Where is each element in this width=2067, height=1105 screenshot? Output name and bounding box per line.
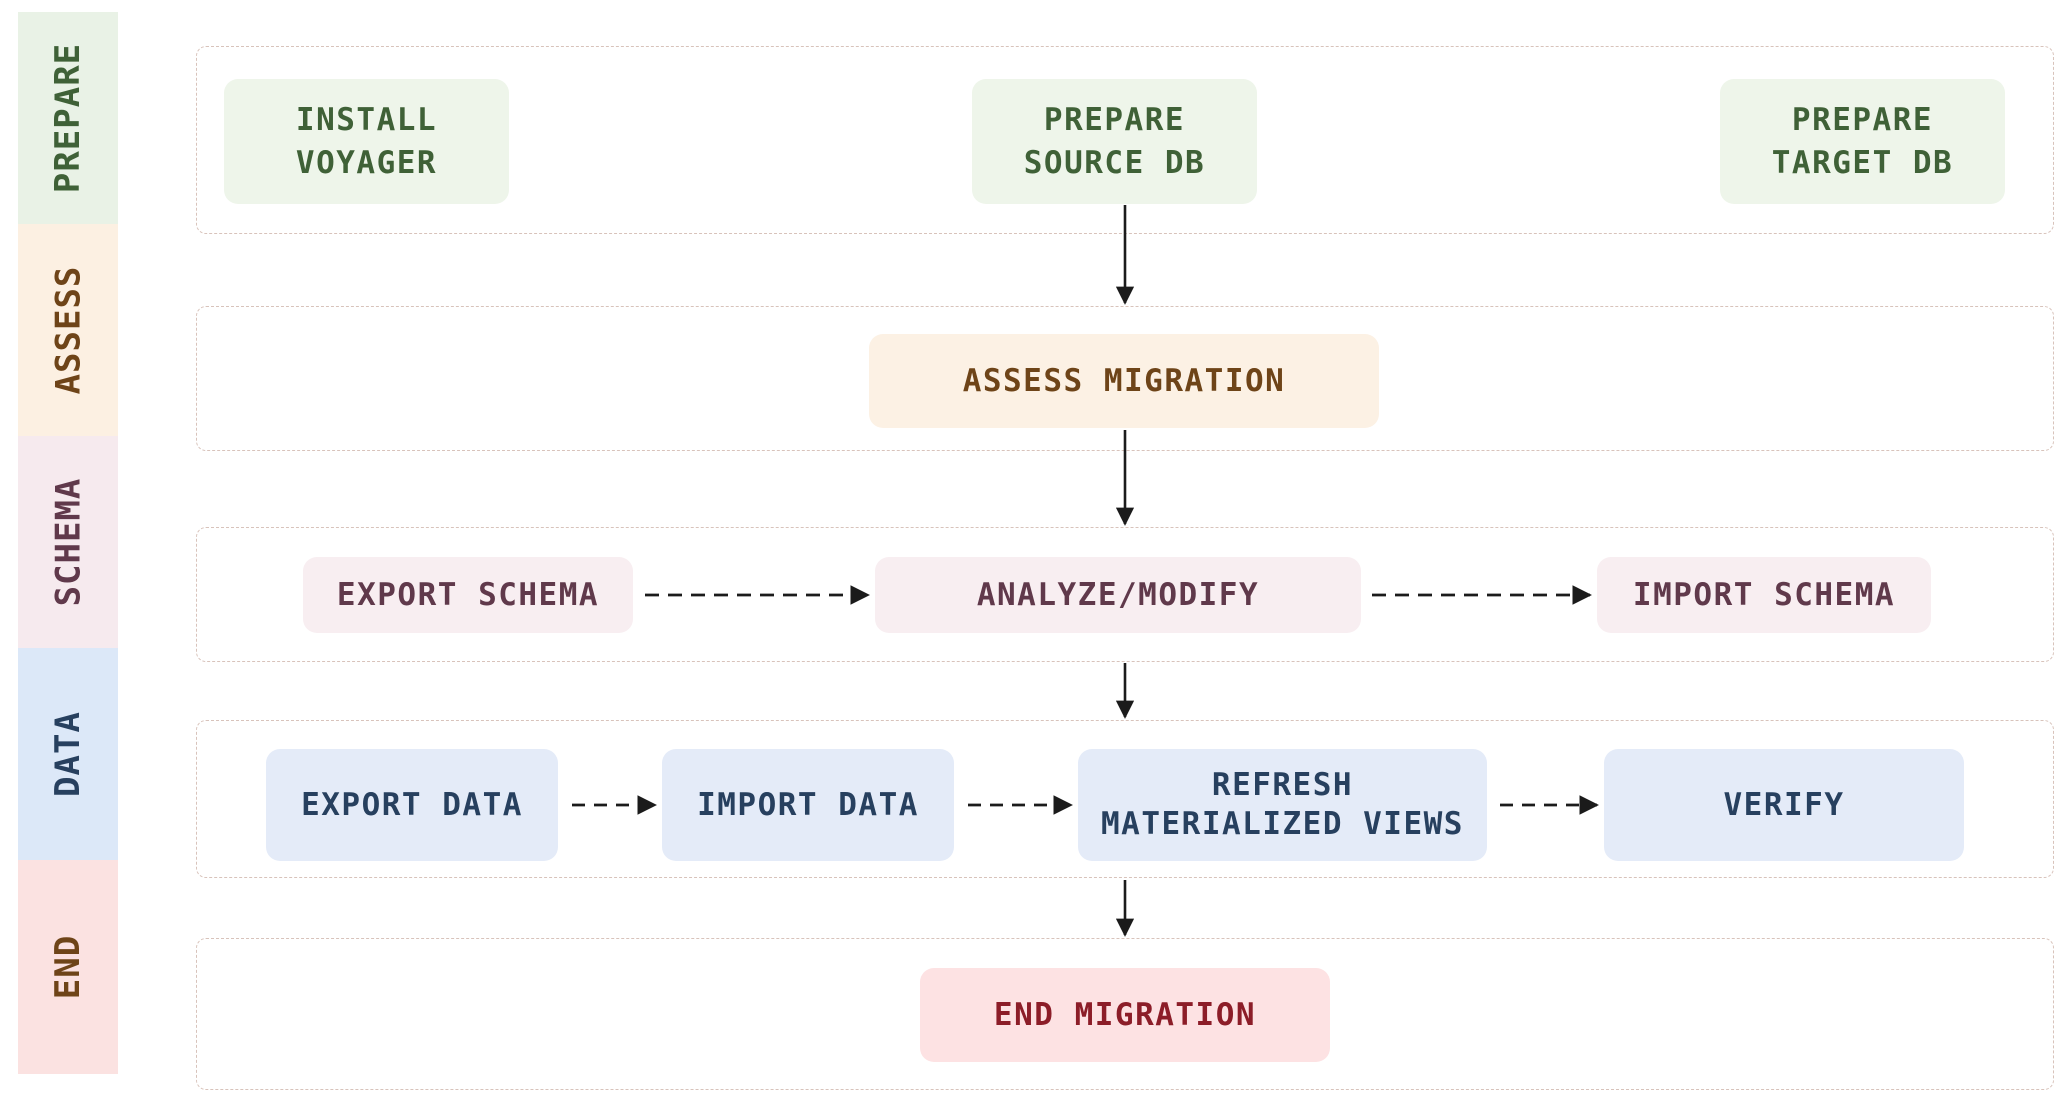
node-import-schema[interactable]: IMPORT SCHEMA	[1597, 557, 1931, 633]
node-end-migration[interactable]: END MIGRATION	[920, 968, 1330, 1062]
node-export-data[interactable]: EXPORT DATA	[266, 749, 558, 861]
phase-band-prepare: PREPARE	[18, 12, 118, 224]
node-assess-migration[interactable]: ASSESS MIGRATION	[869, 334, 1379, 428]
node-verify[interactable]: VERIFY	[1604, 749, 1964, 861]
phase-label-schema: SCHEMA	[48, 477, 89, 607]
phase-label-prepare: PREPARE	[48, 42, 89, 194]
phase-band-data: DATA	[18, 648, 118, 860]
phase-band-assess: ASSESS	[18, 224, 118, 436]
phase-label-assess: ASSESS	[48, 265, 89, 395]
phase-label-data: DATA	[47, 711, 88, 797]
phase-band-schema: SCHEMA	[18, 436, 118, 648]
node-prepare-source-db[interactable]: PREPARE SOURCE DB	[972, 79, 1257, 204]
node-install-voyager[interactable]: INSTALL VOYAGER	[224, 79, 509, 204]
stage-container-data	[196, 720, 2054, 878]
phase-ribbon: PREPARE ASSESS SCHEMA DATA END	[18, 12, 118, 1074]
stage-container-end	[196, 938, 2054, 1090]
node-analyze-modify[interactable]: ANALYZE/MODIFY	[875, 557, 1361, 633]
node-import-data[interactable]: IMPORT DATA	[662, 749, 954, 861]
phase-band-end: END	[18, 860, 118, 1074]
node-refresh-materialized-views[interactable]: REFRESH MATERIALIZED VIEWS	[1078, 749, 1487, 861]
phase-label-end: END	[47, 934, 88, 1000]
node-prepare-target-db[interactable]: PREPARE TARGET DB	[1720, 79, 2005, 204]
stage-container-schema	[196, 527, 2054, 662]
node-export-schema[interactable]: EXPORT SCHEMA	[303, 557, 633, 633]
